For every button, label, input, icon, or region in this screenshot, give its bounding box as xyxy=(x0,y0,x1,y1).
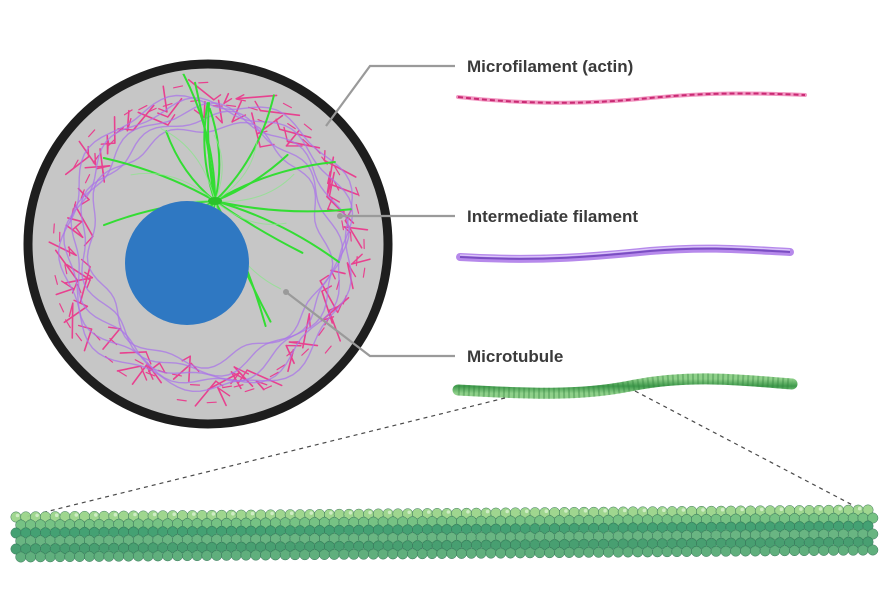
leader-lines xyxy=(283,64,455,358)
label-microfilament: Microfilament (actin) xyxy=(467,57,633,76)
cell xyxy=(23,59,393,429)
intermediate-filament-network xyxy=(57,94,354,393)
nucleus xyxy=(125,201,249,325)
label-microtubule: Microtubule xyxy=(467,347,563,366)
leader-line-microtubule xyxy=(285,291,455,358)
microtubule-zoom xyxy=(10,504,879,563)
leader-line-microfilament xyxy=(325,64,455,127)
zoom-lines xyxy=(24,390,863,518)
microfilament-sample xyxy=(456,91,807,105)
microtubule-sample xyxy=(452,373,798,399)
centrosome xyxy=(208,197,222,205)
intermediate-filament-sample xyxy=(456,244,794,263)
label-intermediate-filament: Intermediate filament xyxy=(467,207,638,226)
